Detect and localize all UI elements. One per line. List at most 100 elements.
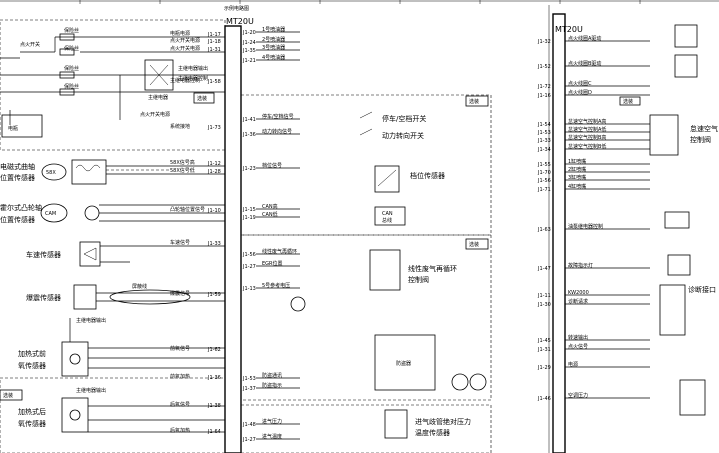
rp-pin-label-17: 点火信号	[568, 343, 588, 350]
ecu-block-right	[552, 13, 566, 453]
right-pin-label-15: 进气温度	[262, 433, 282, 440]
cam-top: 霍尔式凸轮轴	[0, 203, 42, 212]
rp-pin-19: J1-46	[537, 396, 551, 402]
crank-bottom: 位置传感器	[0, 173, 35, 182]
cam-code: CAM	[45, 211, 56, 217]
left-pin-9: J1-59	[207, 292, 221, 298]
knock-group: 爆震传感器 屏蔽线	[26, 283, 225, 310]
o2r-relay: 主继电器输出	[76, 387, 106, 394]
o2-rear-group: 加热式后 氧传感器 主继电器输出	[18, 387, 225, 433]
right-pin-2: J1-35	[242, 48, 256, 54]
left-pin-label-10: 前氧信号	[170, 345, 190, 352]
map-label: 进气歧管绝对压力	[415, 417, 471, 426]
rp-pin-18: J1-29	[537, 365, 551, 371]
right-pin-13: J1-37	[242, 386, 256, 392]
ecu-title: MT20U	[226, 17, 254, 26]
map-section	[240, 404, 492, 453]
ignition-power-note: 点火开关电源	[140, 111, 170, 118]
left-pin-label-1: 点火开关电源	[170, 37, 200, 44]
main-relay-box	[144, 59, 174, 91]
ignition-switch-label: 点火开关	[20, 41, 40, 48]
o2-rear-section	[0, 377, 226, 453]
left-pin-label-0: 电瓶电源	[170, 30, 190, 37]
right-pin-3: J1-21	[242, 58, 256, 64]
main-relay-label: 主继电器	[148, 94, 168, 101]
optional-o2r: 选装	[3, 392, 13, 399]
rp-pin-label-13: 故障指示灯	[568, 262, 593, 269]
o2f-relay: 主继电器输出	[76, 317, 106, 324]
immo-box	[374, 334, 436, 391]
right-pin-label-4: 停车/空档信号	[262, 113, 294, 120]
left-pin-10: J1-62	[207, 347, 221, 353]
right-pin-label-0: 1号喷油器	[262, 26, 285, 33]
diag-label: 诊断接口	[688, 285, 716, 294]
right-pin-1: J1-24	[242, 40, 256, 46]
crank-sensor-group: 电磁式曲轴 位置传感器 58X	[0, 159, 225, 185]
idle-label: 怠速空气	[690, 124, 718, 133]
vss-icon	[79, 241, 101, 267]
rp-pin-8: J1-55	[537, 162, 551, 168]
right-pin-label-5: 动力转向信号	[262, 128, 292, 135]
ecu-subtitle: 示例电路图	[224, 5, 249, 12]
left-pin-label-7: 凸轮轴位置信号	[170, 206, 205, 213]
knock-label: 爆震传感器	[26, 293, 61, 302]
rp-pin-label-8: 1缸喷嘴	[568, 158, 586, 165]
optional-tag-egr	[465, 238, 489, 250]
rp-pin-14: J1-11	[537, 293, 551, 299]
optional-tag-o2r	[0, 389, 23, 401]
left-pin-11: J1-36	[207, 375, 221, 381]
rp-pin-label-10: 3缸喷嘴	[568, 174, 586, 181]
left-pin-label-3: 主继电器控制	[170, 77, 200, 84]
can-label: CAN	[382, 211, 393, 217]
o2f-top: 加热式前	[18, 349, 46, 358]
relay-power-2: 主继电器控制	[178, 75, 208, 82]
rp-pin-label-15: 诊断请求	[568, 298, 588, 305]
right-pin-5: J1-36	[242, 132, 256, 138]
rp-pin-15: J1-30	[537, 302, 551, 308]
right-pin-label-6: 档位信号	[262, 162, 282, 169]
left-pin-6: J1-28	[207, 169, 221, 175]
rp-pin-5: J1-53	[537, 130, 551, 136]
rp-pin-label-0: 点火线圈A驱动	[568, 35, 601, 42]
right-pin-label-1: 2号喷油器	[262, 36, 285, 43]
rp-pin-label-12: 油泵继电器控制	[568, 223, 603, 230]
fuse-label-3: 保险丝	[64, 65, 79, 72]
rp-pin-11: J1-71	[537, 187, 551, 193]
o2r-icon	[61, 397, 89, 433]
right-pin-4: J1-41	[242, 117, 256, 123]
rp-pin-label-9: 2缸喷嘴	[568, 166, 586, 173]
right-pin-label-14: 进气压力	[262, 418, 282, 425]
right-pin-label-2: 3号喷油器	[262, 44, 285, 51]
left-pin-label-8: 车速信号	[170, 239, 190, 246]
right-pin-label-3: 4号喷油器	[262, 54, 285, 61]
rp-pin-label-16: 转速输出	[568, 334, 588, 341]
rp-pin-10: J1-56	[537, 178, 551, 184]
right-pin-15: J1-27	[242, 437, 256, 443]
left-pin-8: J1-33	[207, 241, 221, 247]
left-pin-7: J1-10	[207, 208, 221, 214]
right-pin-14: J1-48	[242, 422, 256, 428]
fuse-label-4: 保险丝	[64, 83, 79, 90]
rp-pin-label-18: 电源	[568, 361, 578, 368]
rp-pin-12: J1-63	[537, 227, 551, 233]
rp-pin-6: J1-33	[537, 138, 551, 144]
right-pin-10: J1-27	[242, 264, 256, 270]
map-sensor-icon	[384, 409, 408, 439]
rp-pin-3: J1-16	[537, 93, 551, 99]
ecu-block	[224, 25, 242, 453]
right-pin-label-11: 5号参考电压	[262, 282, 290, 289]
relay-power-1: 主继电器输出	[178, 65, 208, 72]
power-section	[0, 19, 226, 151]
left-pin-label-5: 58X信号高	[170, 159, 195, 166]
crank-sensor-icon	[41, 163, 67, 181]
rp-pin-label-4: 怠速空气控制A高	[568, 118, 606, 125]
egr-label: 线性废气再循环	[408, 264, 457, 273]
right-pin-12: J1-53	[242, 376, 256, 382]
cam-sensor-group: 霍尔式凸轮轴 位置传感器 CAM	[0, 203, 225, 224]
can-bus-label: 总线	[382, 217, 392, 224]
o2r-bottom: 氧传感器	[18, 419, 46, 428]
left-pin-label-2: 点火开关电源	[170, 45, 200, 52]
fuse-label-1: 保险丝	[64, 27, 79, 34]
left-pin-0: J1-17	[207, 32, 221, 38]
battery-label: 电瓶	[8, 125, 18, 132]
